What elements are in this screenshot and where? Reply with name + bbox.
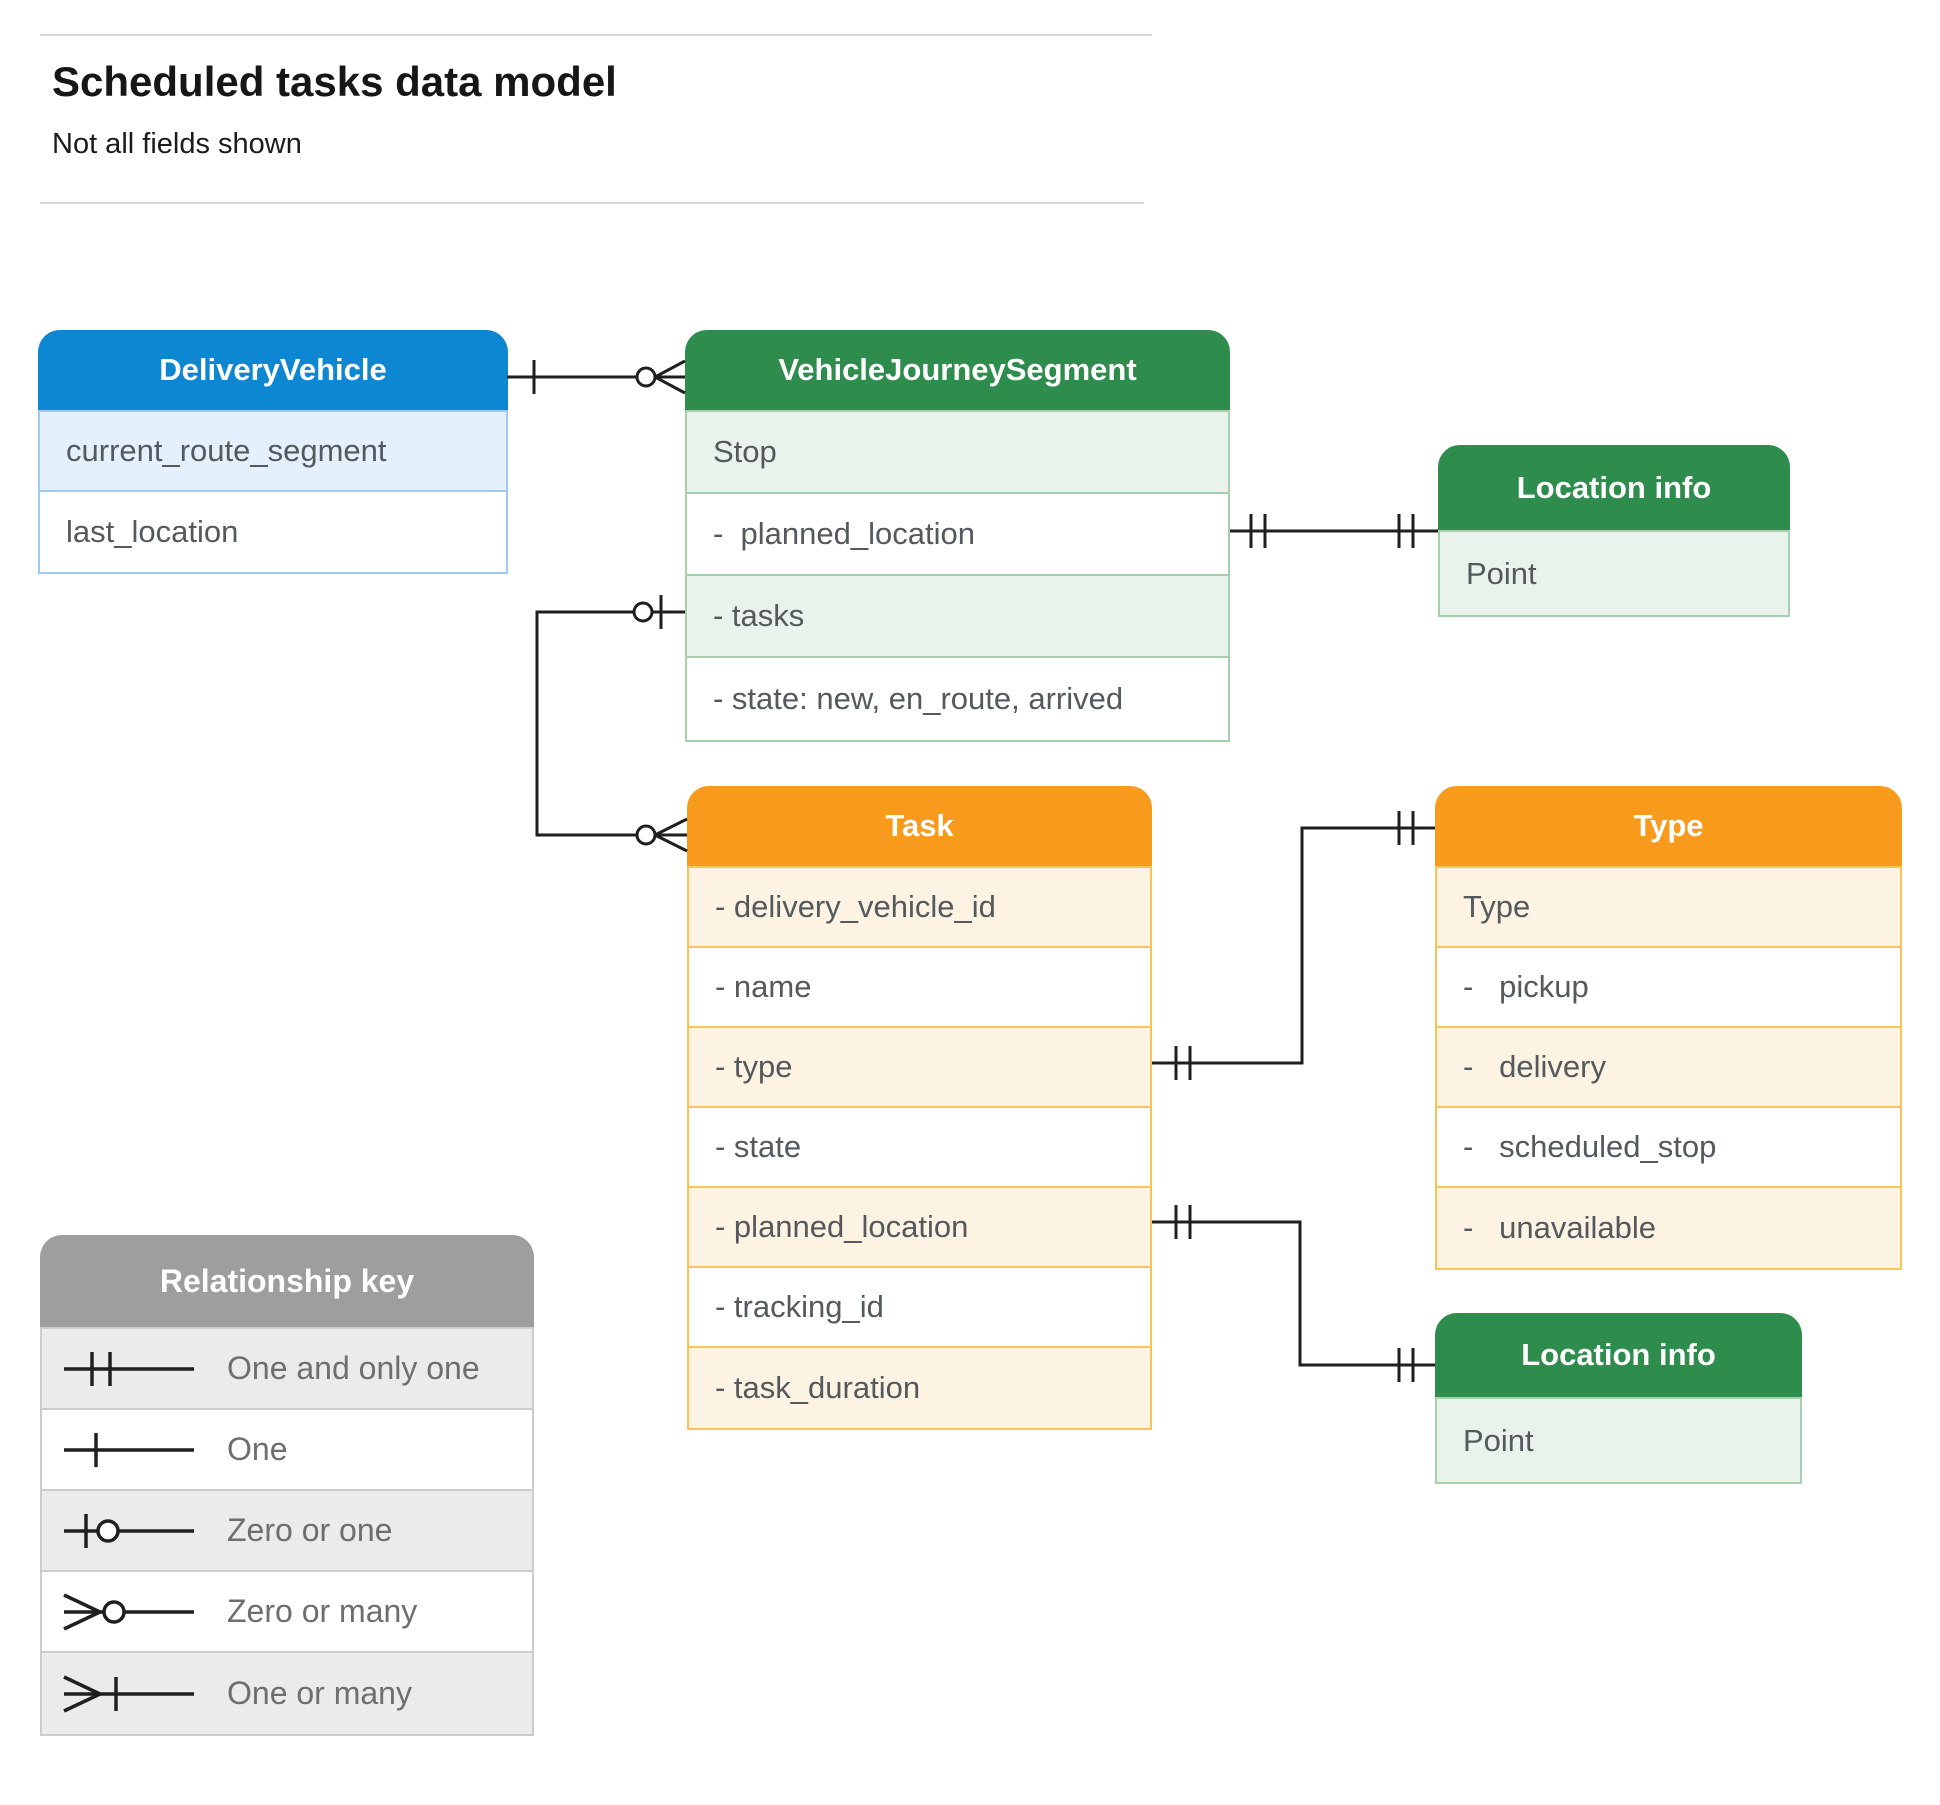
field-planned-location: - planned_location xyxy=(689,1188,1150,1268)
field-name: - name xyxy=(689,948,1150,1028)
entity-delivery-vehicle: DeliveryVehicle current_route_segment la… xyxy=(38,330,508,574)
entity-vehicle-journey-segment-title: VehicleJourneySegment xyxy=(685,330,1230,410)
one-icon xyxy=(64,1432,194,1467)
field-last-location: last_location xyxy=(40,492,506,572)
entity-task-title: Task xyxy=(687,786,1152,866)
legend-label: Zero or many xyxy=(227,1593,418,1629)
field-pickup: - pickup xyxy=(1437,948,1900,1028)
relationship-key: Relationship key One and only one One Ze… xyxy=(40,1235,534,1736)
field-delivery: - delivery xyxy=(1437,1028,1900,1108)
field-task-duration: - task_duration xyxy=(689,1348,1150,1428)
entity-vehicle-journey-segment: VehicleJourneySegment Stop - planned_loc… xyxy=(685,330,1230,742)
field-scheduled-stop: - scheduled_stop xyxy=(1437,1108,1900,1188)
field-stop: Stop xyxy=(687,412,1228,494)
legend-row-one: One xyxy=(42,1410,532,1491)
legend-label: One xyxy=(227,1431,288,1467)
entity-location-info-bottom: Location info Point xyxy=(1435,1313,1802,1484)
rel-task-plannedlocation-to-locationinfo xyxy=(1152,1205,1435,1382)
entity-location-info-top: Location info Point xyxy=(1438,445,1790,617)
field-point: Point xyxy=(1440,532,1788,615)
legend-row-zero-or-many: Zero or many xyxy=(42,1572,532,1653)
entity-delivery-vehicle-title: DeliveryVehicle xyxy=(38,330,508,410)
zero-or-one-icon xyxy=(64,1513,194,1548)
relationship-key-title: Relationship key xyxy=(40,1235,534,1327)
field-current-route-segment: current_route_segment xyxy=(40,412,506,492)
field-tasks: - tasks xyxy=(687,576,1228,658)
legend-row-one-and-only-one: One and only one xyxy=(42,1329,532,1410)
field-delivery-vehicle-id: - delivery_vehicle_id xyxy=(689,868,1150,948)
legend-label: Zero or one xyxy=(227,1512,393,1548)
field-state: - state: new, en_route, arrived xyxy=(687,658,1228,740)
zero-or-many-icon xyxy=(63,1592,194,1631)
field-point: Point xyxy=(1437,1399,1800,1482)
field-tracking-id: - tracking_id xyxy=(689,1268,1150,1348)
entity-task: Task - delivery_vehicle_id - name - type… xyxy=(687,786,1152,1430)
rel-deliveryvehicle-to-vehiclejourneysegment xyxy=(507,359,686,395)
legend-label: One and only one xyxy=(227,1350,480,1386)
legend-label: One or many xyxy=(227,1675,412,1711)
top-divider xyxy=(40,34,1152,36)
legend-row-one-or-many: One or many xyxy=(42,1653,532,1734)
entity-location-info-bottom-title: Location info xyxy=(1435,1313,1802,1397)
legend-row-zero-or-one: Zero or one xyxy=(42,1491,532,1572)
field-state: - state xyxy=(689,1108,1150,1188)
rel-task-type-to-type xyxy=(1152,811,1435,1080)
one-or-many-icon xyxy=(63,1674,194,1713)
field-type-name: Type xyxy=(1437,868,1900,948)
rel-vehiclejourneysegment-tasks-to-task xyxy=(535,595,688,853)
rel-vehiclejourneysegment-plannedlocation-to-locationinfo xyxy=(1230,514,1438,548)
page-title: Scheduled tasks data model xyxy=(52,58,617,105)
entity-type-title: Type xyxy=(1435,786,1902,866)
field-unavailable: - unavailable xyxy=(1437,1188,1900,1268)
page-subtitle: Not all fields shown xyxy=(52,128,302,160)
one-and-only-one-icon xyxy=(64,1351,194,1386)
header-divider xyxy=(40,202,1144,204)
field-type: - type xyxy=(689,1028,1150,1108)
entity-type: Type Type - pickup - delivery - schedule… xyxy=(1435,786,1902,1270)
field-planned-location: - planned_location xyxy=(687,494,1228,576)
entity-location-info-top-title: Location info xyxy=(1438,445,1790,530)
